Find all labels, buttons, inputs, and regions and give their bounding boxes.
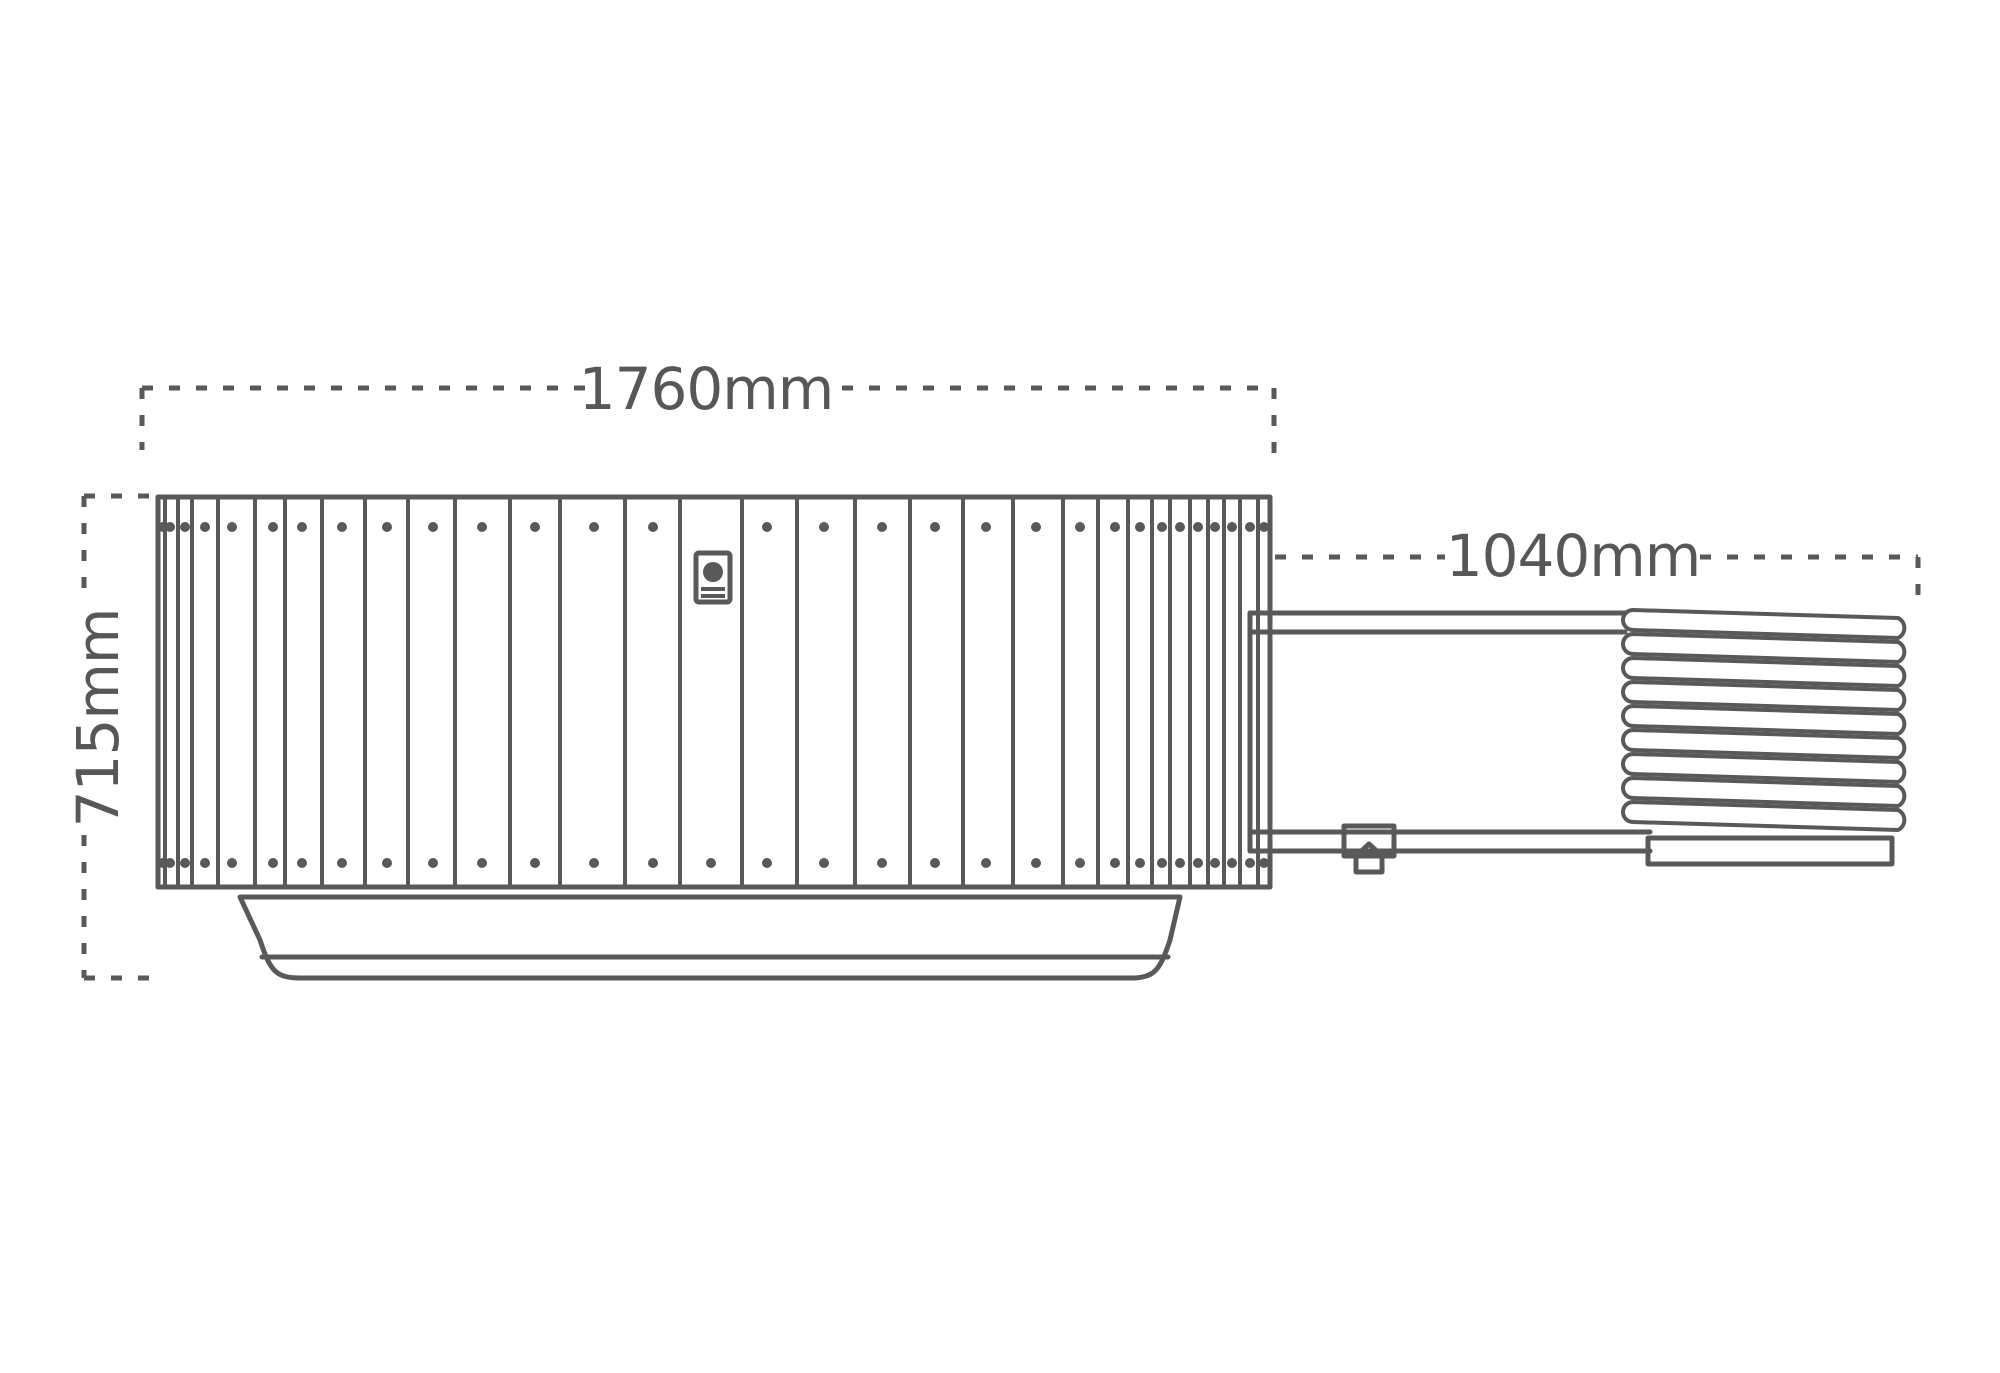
bolt-dot [648, 858, 658, 868]
bolt-dot [530, 522, 540, 532]
bolt-dot [382, 522, 392, 532]
bolt-dot [819, 858, 829, 868]
coil-loop [1621, 703, 1907, 737]
bolt-dot [1245, 522, 1255, 532]
bolt-dot [819, 522, 829, 532]
bolt-dot [1110, 522, 1120, 532]
bolt-dot [1259, 858, 1269, 868]
bolt-dot [180, 858, 190, 868]
bolt-dot [981, 522, 991, 532]
coil-loop [1621, 655, 1907, 689]
bolt-dot [180, 522, 190, 532]
tub-base [155, 884, 1273, 981]
bolt-dot [648, 522, 658, 532]
bolt-dot [762, 522, 772, 532]
bolt-dot [477, 858, 487, 868]
bolt-dot [382, 858, 392, 868]
control-panel-icon [693, 550, 733, 605]
bolt-dot [589, 522, 599, 532]
bolt-dot [1075, 522, 1085, 532]
bolt-dot [877, 858, 887, 868]
bolt-dot [1157, 522, 1167, 532]
bolt-dot [762, 858, 772, 868]
bolt-dot [706, 858, 716, 868]
coil-loop [1621, 799, 1907, 833]
tub-slats [163, 497, 1260, 887]
bolt-dot [268, 522, 278, 532]
coil-heater [1621, 607, 1907, 867]
bolt-dot [1135, 522, 1145, 532]
bolt-dot [428, 522, 438, 532]
bolt-dot [268, 858, 278, 868]
bolt-dot [158, 522, 168, 532]
heater-label: 1040mm [1446, 522, 1701, 590]
bolt-dot [227, 858, 237, 868]
bolt-dot [530, 858, 540, 868]
bolt-dot [428, 858, 438, 868]
bolt-dot [337, 858, 347, 868]
bolt-dot [1175, 522, 1185, 532]
bolt-dot [200, 858, 210, 868]
bolt-dot [1227, 858, 1237, 868]
bolt-dot [165, 858, 175, 868]
bolt-dot [1031, 858, 1041, 868]
bolt-dot [981, 858, 991, 868]
coil-loop [1621, 775, 1907, 809]
height-label: 715mm [64, 609, 132, 828]
bolt-dot [1175, 858, 1185, 868]
bolt-dot [1135, 858, 1145, 868]
bolt-dot [1227, 522, 1237, 532]
bolt-dot [1193, 858, 1203, 868]
coil-loop [1621, 679, 1907, 713]
bolt-dot [477, 522, 487, 532]
coil-loop [1621, 631, 1907, 665]
bolt-dot [1245, 858, 1255, 868]
bolt-dot [158, 858, 168, 868]
coil-loop [1621, 727, 1907, 761]
coil-loop [1621, 751, 1907, 785]
bolt-dot [1075, 858, 1085, 868]
bolt-dot [1259, 522, 1269, 532]
bolt-dot [337, 522, 347, 532]
height-dimension: 715mm [64, 493, 155, 981]
bolt-dot [297, 522, 307, 532]
bolt-dot [1031, 522, 1041, 532]
width-label: 1760mm [579, 355, 834, 423]
bolt-dot [589, 858, 599, 868]
bolt-dot [1193, 522, 1203, 532]
bolt-dot [1110, 858, 1120, 868]
bolt-dot [930, 522, 940, 532]
bolt-dot [200, 522, 210, 532]
bolt-dot [1210, 858, 1220, 868]
width-dimension: 1760mm [139, 355, 1277, 465]
bolt-dot [227, 522, 237, 532]
bolt-dot [165, 522, 175, 532]
bolt-dot [877, 522, 887, 532]
bolt-dot [1210, 522, 1220, 532]
heater-pipes [1247, 610, 1653, 875]
tub-bolts [158, 522, 1269, 868]
heater-coils [1621, 607, 1907, 833]
heater-dimension: 1040mm [1275, 522, 1921, 605]
bolt-dot [930, 858, 940, 868]
coil-loop [1621, 607, 1907, 641]
bolt-dot [297, 858, 307, 868]
tub-body [155, 494, 1273, 890]
bolt-dot [1157, 858, 1167, 868]
